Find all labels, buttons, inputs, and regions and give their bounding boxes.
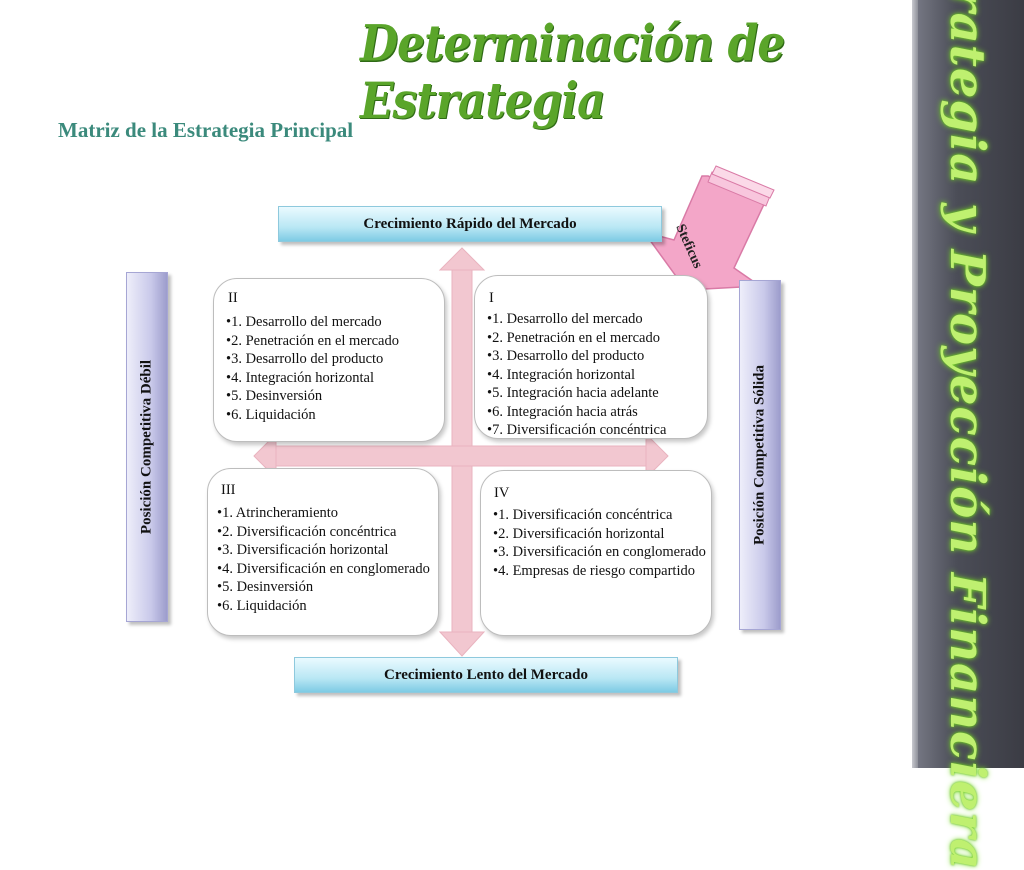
quadrant-number: II [228,290,238,306]
slide-subtitle: Matriz de la Estrategia Principal [58,118,354,142]
axis-top-label: Crecimiento Rápido del Mercado [278,206,662,242]
strategy-item: •1. Desarrollo del mercado [487,311,643,327]
quadrant-number: IV [494,485,510,501]
right-side-band [912,0,1024,768]
slide-title: Determinación de Estrategia [360,15,785,131]
quadrant-i: I •1. Desarrollo del mercado •2. Penetra… [474,275,708,439]
strategy-item: •3. Diversificación horizontal [217,542,389,558]
strategy-list: •1. Desarrollo del mercado •2. Penetraci… [487,310,666,440]
strategy-item: •2. Penetración en el mercado [487,329,660,346]
strategy-item: •2. Penetración en el mercado [226,332,399,349]
axis-left-label: Posición Competitiva Débil [138,359,155,535]
strategy-item: •4. Integración horizontal [226,369,375,386]
strategy-item: •5. Desinversión [226,388,323,404]
matrix-arrows [253,165,775,657]
horizontal-double-arrow [253,432,669,480]
axis-right-label: Posición Competitiva Sólida [751,364,768,546]
strategy-item: •4. Integración horizontal [487,366,636,383]
strategy-item: •1. Desarrollo del mercado [226,314,382,330]
strategy-item: •6. Integración hacia atrás [487,403,638,420]
quadrant-ii: II •1. Desarrollo del mercado •2. Penetr… [213,278,445,442]
strategy-item: •5. Integración hacia adelante [487,385,659,401]
strategy-item: •6. Liquidación [217,597,307,614]
quadrant-iii: III •1. Atrincheramiento •2. Diversifica… [207,468,439,636]
strategy-item: •6. Liquidación [226,406,316,423]
quadrant-number: I [489,290,494,306]
steficus-callout-arrow [642,165,775,291]
strategy-item: •7. Diversificación concéntrica [487,422,667,438]
strategy-item: •1. Atrincheramiento [217,505,339,521]
quadrant-number: III [221,482,236,498]
strategy-list: •1. Atrincheramiento •2. Diversificación… [217,504,430,615]
axis-left-box: Posición Competitiva Débil [126,272,168,622]
axis-bottom-label: Crecimiento Lento del Mercado [294,657,678,693]
strategy-item: •1. Diversificación concéntrica [493,507,673,523]
strategy-list: •1. Diversificación concéntrica •2. Dive… [493,506,706,580]
strategy-item: •4. Empresas de riesgo compartido [493,562,695,579]
axis-right-box: Posición Competitiva Sólida [739,280,781,630]
strategy-item: •4. Diversificación en conglomerado [217,560,430,577]
quadrant-iv: IV •1. Diversificación concéntrica •2. D… [480,470,712,636]
strategy-item: •3. Desarrollo del producto [226,351,384,367]
strategy-item: •2. Diversificación concéntrica [217,523,397,540]
strategy-item: •3. Diversificación en conglomerado [493,544,706,560]
strategy-item: •3. Desarrollo del producto [487,348,645,364]
strategy-item: •5. Desinversión [217,579,314,595]
band-stripe [912,0,918,768]
strategy-list: •1. Desarrollo del mercado •2. Penetraci… [226,313,399,424]
strategy-item: •2. Diversificación horizontal [493,525,665,542]
